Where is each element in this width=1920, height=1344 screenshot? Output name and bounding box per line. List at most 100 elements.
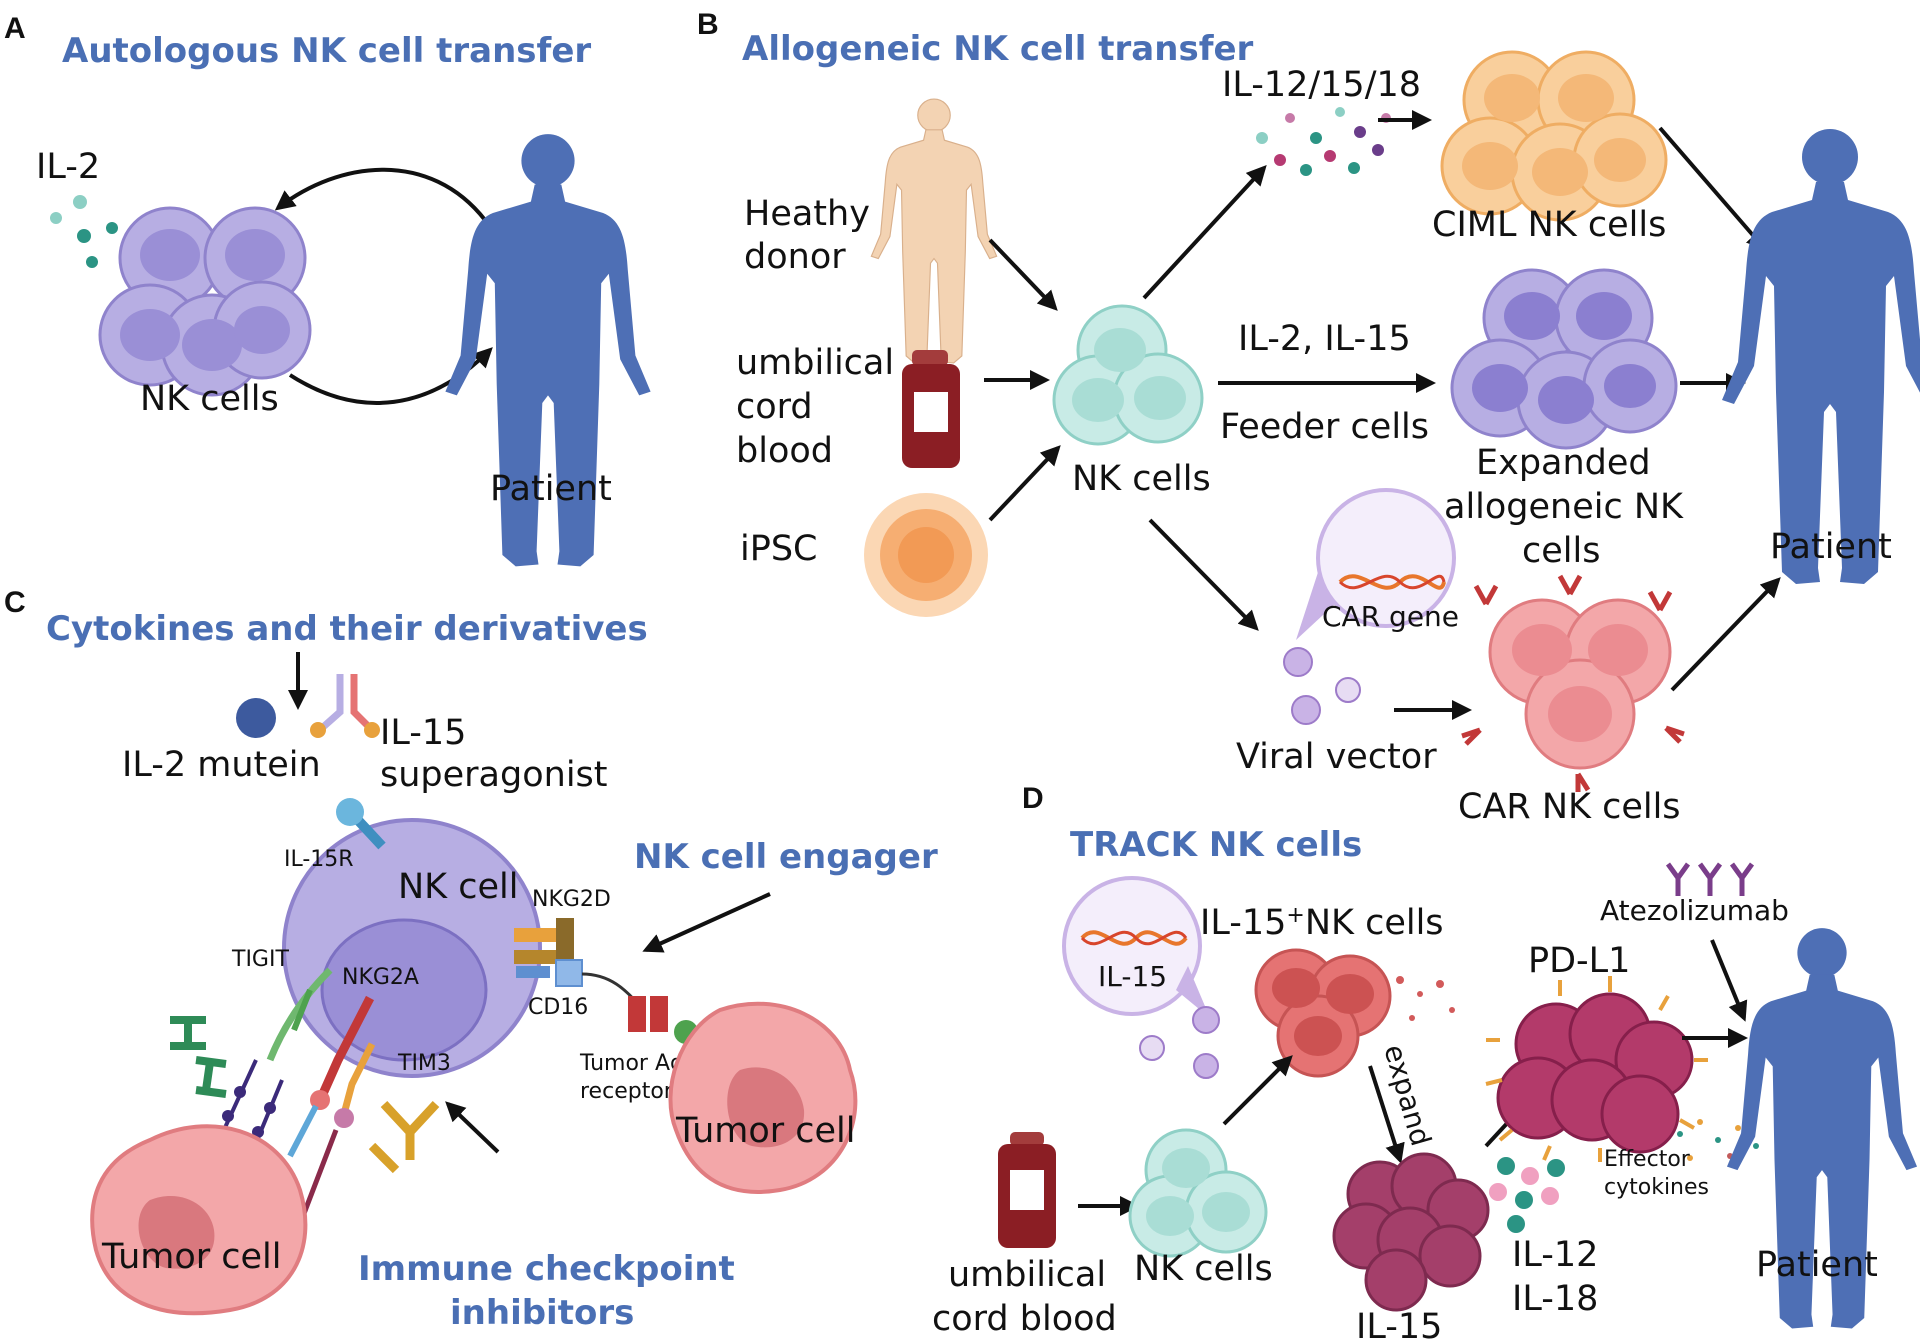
engager-heading: NK cell engager — [634, 837, 938, 877]
effector-label-1: Effector — [1604, 1147, 1691, 1172]
arrow-engager — [642, 892, 771, 953]
il15r-label: IL-15R — [284, 847, 354, 872]
panel-b-patient-label: Patient — [1770, 527, 1892, 567]
panel-d-nk-cluster — [1128, 1128, 1268, 1258]
panel-c-heading: Cytokines and their derivatives — [46, 609, 648, 649]
il2-mutein-label: IL-2 mutein — [122, 745, 321, 785]
il18-label: IL-18 — [1512, 1279, 1598, 1319]
panel-d-blood-bag-icon — [998, 1132, 1056, 1248]
il15-vector-label: IL-15 — [1098, 960, 1167, 993]
viral-vector-label: Viral vector — [1236, 737, 1437, 777]
tumor-nucleus-right — [727, 1067, 805, 1148]
arrow-car-to-patient — [1670, 577, 1781, 692]
expand-label: expand — [1377, 1041, 1437, 1150]
feeder-label: Feeder cells — [1220, 407, 1429, 447]
healthy-donor-icon — [870, 98, 998, 364]
panel-b-letter: B — [697, 8, 719, 41]
atezolizumab-label: Atezolizumab — [1600, 894, 1789, 927]
panel-d-heading: TRACK NK cells — [1070, 825, 1362, 865]
panel-b-nk-cluster — [1052, 304, 1204, 446]
arrow-ipsc-to-nk — [988, 445, 1061, 522]
panel-a-patient-label: Patient — [490, 469, 612, 509]
il2-mutein-icon — [236, 698, 276, 738]
il15-super-label-2: superagonist — [380, 755, 608, 795]
panel-d: D TRACK NK cells IL-15 IL-15+NK cells — [932, 782, 1918, 1344]
arrow-expand — [1368, 1065, 1405, 1164]
arrow-patient-to-nk — [274, 167, 487, 222]
panel-a: A Autologous NK cell transfer IL-2 NK ce… — [4, 12, 651, 567]
panel-d-cord-label-2: cord blood — [932, 1299, 1117, 1339]
tumor-nucleus-left — [138, 1195, 215, 1269]
panel-d-patient-label: Patient — [1756, 1245, 1878, 1285]
tigit-label: TIGIT — [231, 947, 289, 972]
il15-secretion-dots — [1396, 976, 1455, 1021]
il12-il18-dots — [1489, 1157, 1565, 1233]
arrow-nk-to-cytokines — [1142, 165, 1267, 300]
nkg2a-label: NKG2A — [342, 965, 419, 990]
arrow-nk-to-vector — [1148, 518, 1259, 631]
il15-super-label-1: IL-15 — [380, 713, 466, 753]
panel-a-nk-label: NK cells — [140, 379, 279, 419]
panel-d-letter: D — [1022, 782, 1044, 815]
arrow-ciml-to-patient — [1658, 126, 1767, 252]
expanded-label-3: cells — [1522, 531, 1600, 571]
ciml-nk-cluster — [1440, 50, 1668, 222]
panel-c: C Cytokines and their derivatives IL-2 m… — [4, 586, 938, 1333]
checkpoint-heading-1: Immune checkpoint — [358, 1249, 735, 1289]
panel-a-il2-label: IL-2 — [36, 147, 100, 187]
il15-nk-cluster — [1254, 948, 1392, 1078]
pdl1-label: PD-L1 — [1528, 941, 1630, 981]
arrow-donor-to-nk — [988, 238, 1058, 311]
panel-a-letter: A — [4, 12, 26, 45]
antibody-icon-left — [170, 1016, 227, 1098]
expanded-label-1: Expanded — [1476, 443, 1651, 483]
expanded-il15-cluster — [1332, 1152, 1490, 1312]
tim3-label: TIM3 — [397, 1051, 451, 1076]
tigit-receptor-icon — [266, 967, 333, 1062]
arrow-checkpoint — [445, 1101, 500, 1154]
cd16-receptor-icon — [516, 959, 583, 987]
il15-vector-bubble — [1062, 876, 1210, 1018]
panel-d-viral-vector-icon — [1139, 1006, 1220, 1079]
expanded-label-2: allogeneic NK — [1444, 487, 1684, 527]
il12-15-18-dots — [1256, 107, 1391, 176]
panel-d-cord-label-1: umbilical — [948, 1255, 1106, 1295]
car-gene-label: CAR gene — [1322, 600, 1459, 633]
donor-label-2: donor — [744, 237, 846, 277]
nkg2d-receptor-icon — [514, 918, 574, 972]
effector-cytokine-dots — [1677, 1119, 1759, 1161]
panel-b-heading: Allogeneic NK cell transfer — [742, 29, 1254, 69]
panel-c-letter: C — [4, 586, 26, 619]
expanded-cytokine-label: IL-2, IL-15 — [1238, 319, 1411, 359]
tumor-left-label: Tumor cell — [101, 1237, 282, 1277]
arrow-atezolizumab — [1710, 939, 1748, 1022]
panel-a-heading: Autologous NK cell transfer — [62, 31, 591, 71]
tim3-receptor-icon — [334, 1042, 376, 1128]
blood-bag-icon — [902, 350, 960, 468]
car-gene-bubble — [1296, 488, 1456, 640]
nkg2a-receptor-icon — [310, 995, 374, 1110]
ipsc-colony-icon — [864, 493, 988, 617]
cord-label-1: umbilical — [736, 343, 894, 383]
il2-dots — [50, 195, 118, 268]
tumor-ag-label-2: receptor — [580, 1079, 674, 1104]
viral-vector-icon — [1283, 647, 1361, 725]
checkpoint-heading-2: inhibitors — [450, 1293, 634, 1333]
ipsc-label: iPSC — [740, 529, 818, 569]
expanded-nk-cluster — [1450, 268, 1678, 450]
panel-b-patient-icon — [1722, 129, 1920, 584]
ciml-cytokine-label: IL-12/15/18 — [1222, 65, 1421, 105]
pdl1-nk-cluster — [1485, 976, 1708, 1162]
nk-cell-label: NK cell — [398, 867, 518, 907]
car-nk-cluster — [1461, 574, 1685, 792]
atezolizumab-antibody-icons — [1665, 862, 1755, 896]
car-nk-label: CAR NK cells — [1458, 787, 1681, 827]
il12-label: IL-12 — [1512, 1235, 1598, 1275]
il15r-receptor-icon — [336, 798, 386, 850]
arrow-nk-to-il15nk — [1222, 1055, 1293, 1126]
antibody-icon-center — [368, 1100, 440, 1174]
ciml-label: CIML NK cells — [1432, 205, 1666, 245]
nkg2d-label: NKG2D — [532, 887, 611, 912]
panel-d-nk-label: NK cells — [1134, 1249, 1273, 1289]
cd16-label: CD16 — [528, 995, 588, 1020]
